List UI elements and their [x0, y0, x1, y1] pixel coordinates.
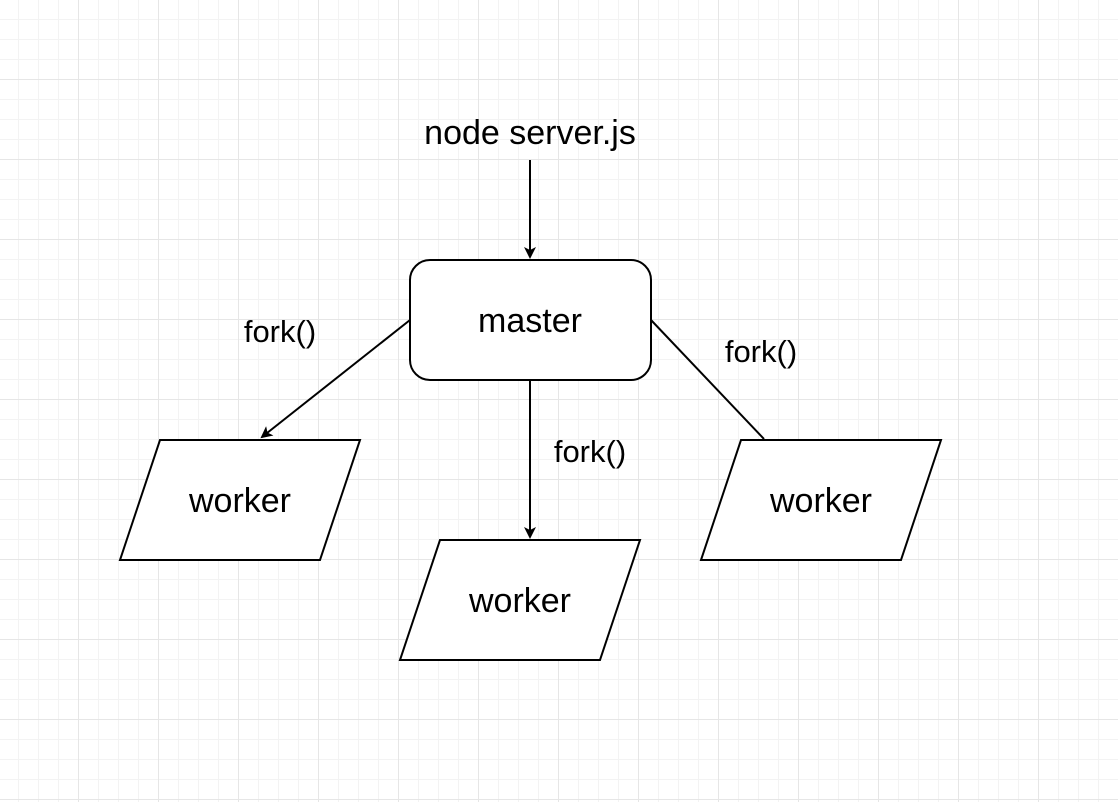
entry-command-label: node server.js [424, 114, 636, 152]
worker-node-center-label: worker [468, 582, 571, 620]
worker-node-right-label: worker [769, 482, 872, 520]
worker-node-right[interactable] [699, 439, 943, 561]
master-node-label: master [478, 302, 582, 340]
worker-node-left[interactable] [118, 439, 362, 561]
worker-node-center[interactable] [398, 539, 642, 661]
edge-master-to-worker-left [260, 319, 411, 439]
worker-node-left-label: worker [188, 482, 291, 520]
edge-label-fork-right: fork() [725, 334, 797, 369]
edge-label-fork-left: fork() [244, 314, 316, 349]
edge-label-fork-center: fork() [554, 434, 626, 469]
edge-master-to-worker-right [650, 319, 765, 440]
